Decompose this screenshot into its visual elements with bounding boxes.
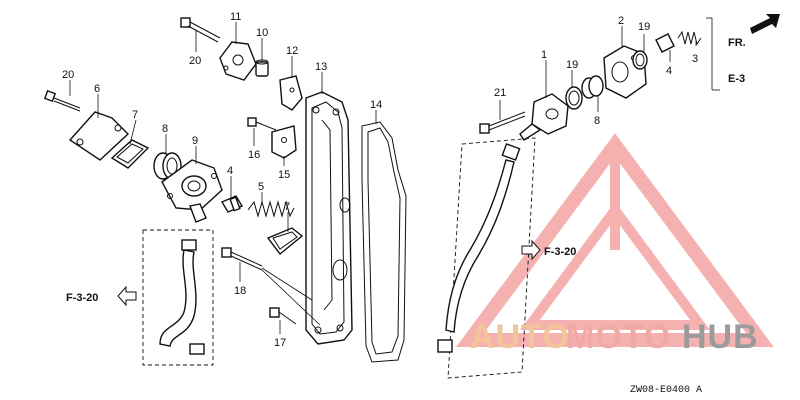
part-20-bolt-top <box>180 17 221 43</box>
part-8-seal-right <box>581 75 604 99</box>
callout-11: 11 <box>230 11 241 23</box>
part-6-plate <box>68 111 130 161</box>
callout-14: 14 <box>370 99 382 111</box>
callout-10: 10 <box>256 27 268 39</box>
callout-2: 2 <box>618 15 624 27</box>
watermark-hub: HUB <box>682 318 759 356</box>
part-18-bolt <box>221 247 263 271</box>
ref-e3-label: E-3 <box>728 73 745 85</box>
callout-13: 13 <box>315 61 327 73</box>
callout-5: 5 <box>258 181 264 193</box>
part-12-clip <box>279 75 303 111</box>
callout-19-lower: 19 <box>566 59 578 71</box>
callout-8-right: 8 <box>594 115 600 127</box>
callout-9: 9 <box>192 135 198 147</box>
callout-3: 3 <box>692 53 698 65</box>
part-19-oring-upper <box>632 50 648 70</box>
callout-8-left: 8 <box>162 123 168 135</box>
callout-20-top: 20 <box>189 55 201 67</box>
front-arrow <box>750 14 780 34</box>
part-14-gasket <box>361 121 407 363</box>
callout-16: 16 <box>248 149 260 161</box>
part-19-oring-lower <box>565 86 583 110</box>
callout-21: 21 <box>494 87 506 99</box>
watermark-moto: MOTO <box>566 318 671 356</box>
callout-7-center: 7 <box>284 201 290 213</box>
hose-box-right <box>437 137 536 379</box>
front-arrow-label: FR. <box>728 37 746 49</box>
ref-f320-left-label: F-3-20 <box>66 292 98 304</box>
part-4-fitting-left <box>220 195 244 213</box>
diagram-code: ZW08-E0400 A <box>630 385 702 396</box>
ref-arrow-right <box>521 239 541 261</box>
watermark-text: AUTO MOTO HUB <box>470 318 759 356</box>
part-3-spring <box>677 30 702 46</box>
part-4-fitting-right <box>655 33 675 53</box>
callout-4-right: 4 <box>666 65 672 77</box>
callout-labels: 1 2 3 4 4 5 6 7 7 8 8 9 10 11 12 13 14 1… <box>62 11 698 349</box>
callout-6: 6 <box>94 83 100 95</box>
part-21-bolt <box>479 111 526 134</box>
part-1-elbow <box>519 93 569 141</box>
ref-f320-right-label: F-3-20 <box>544 246 576 258</box>
callout-12: 12 <box>286 45 298 57</box>
part-15-bracket <box>271 125 297 159</box>
part-10-fitting <box>255 59 269 77</box>
part-9-housing <box>161 159 223 223</box>
part-7-gasket-left <box>110 139 150 169</box>
callout-20-left: 20 <box>62 69 74 81</box>
part-11-bracket <box>219 41 257 81</box>
callout-15: 15 <box>278 169 290 181</box>
callout-1: 1 <box>541 49 547 61</box>
callout-7-left: 7 <box>132 109 138 121</box>
part-5-spring <box>247 200 295 218</box>
hose-box-left <box>142 229 214 366</box>
part-13-cover <box>305 91 353 345</box>
watermark-auto: AUTO <box>470 318 570 356</box>
part-7-gasket-center <box>266 227 304 256</box>
ref-arrow-left <box>117 285 137 307</box>
callout-17: 17 <box>274 337 286 349</box>
part-20-bolt-left <box>43 89 81 112</box>
callout-18: 18 <box>234 285 246 297</box>
part-17-bolt <box>269 307 297 325</box>
watermark-logo <box>456 133 774 347</box>
leader-lines <box>69 17 720 334</box>
callout-19-upper: 19 <box>638 21 650 33</box>
part-16-bolt <box>247 117 277 131</box>
callout-4-left: 4 <box>227 165 233 177</box>
